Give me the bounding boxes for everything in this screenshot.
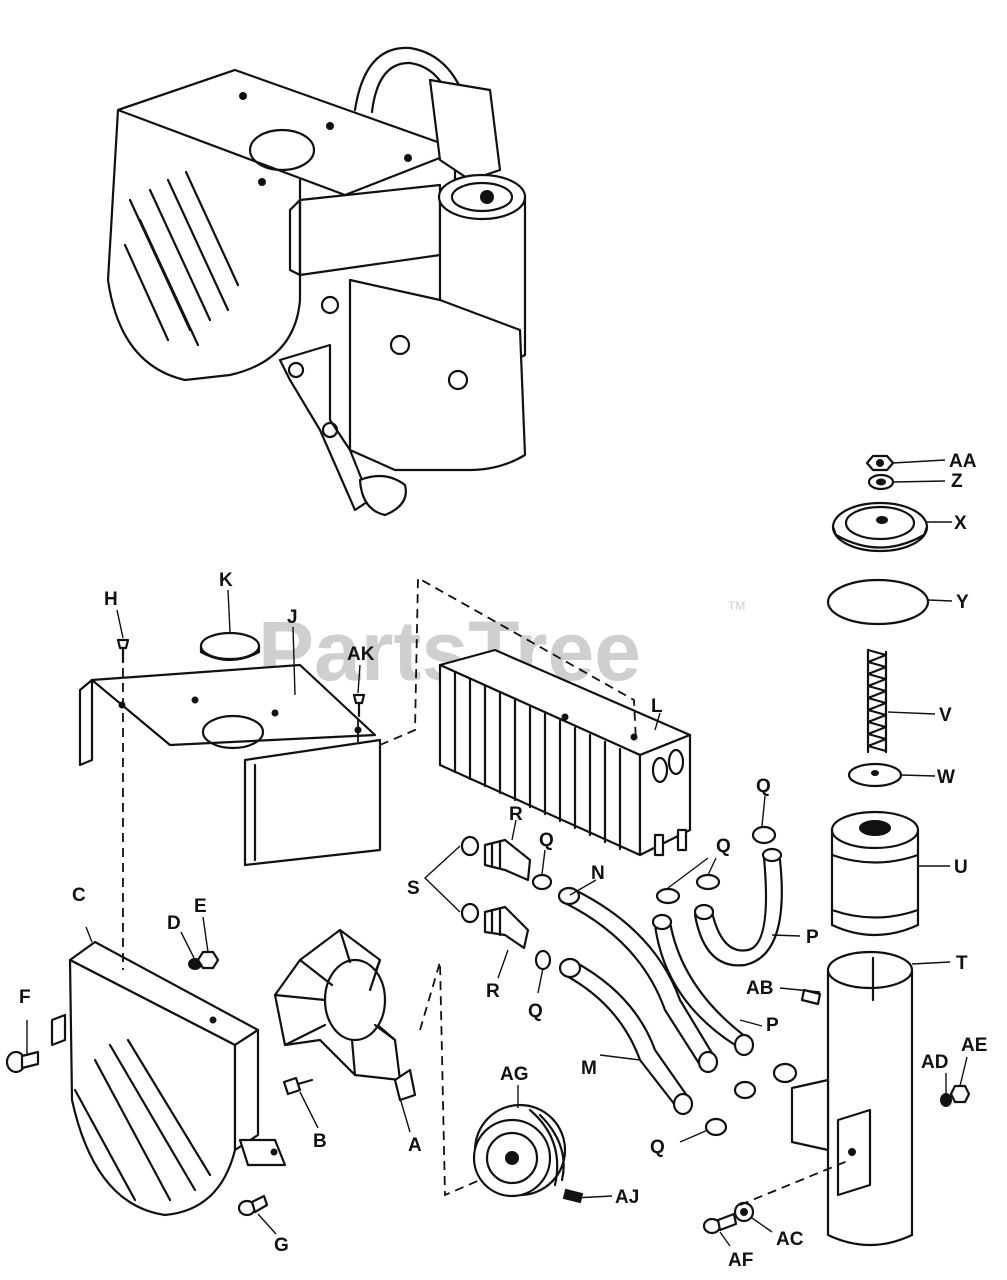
label-S: S	[407, 878, 420, 899]
part-B-bolt	[282, 1076, 314, 1096]
label-AK: AK	[347, 644, 375, 665]
part-Q-clamp-5	[695, 873, 721, 891]
label-T: T	[956, 953, 968, 974]
part-S-washer-lower	[460, 902, 480, 924]
label-Q-lower-left: Q	[528, 1001, 543, 1022]
part-G-bolt	[237, 1194, 269, 1217]
label-AF: AF	[728, 1250, 753, 1271]
part-AC-washer	[733, 1201, 755, 1223]
part-H-screw	[116, 638, 130, 664]
part-V-spring	[866, 648, 888, 754]
part-L-cooler	[438, 648, 692, 857]
label-Y: Y	[956, 592, 969, 613]
label-AB: AB	[746, 978, 773, 999]
label-F: F	[19, 987, 31, 1008]
label-Q-mid: Q	[716, 836, 731, 857]
part-Q-clamp-1	[531, 873, 553, 891]
part-Y-oring	[826, 578, 930, 626]
part-J-shroud	[78, 663, 382, 867]
part-AB-plug	[800, 988, 822, 1006]
label-G: G	[274, 1235, 289, 1256]
part-F-bolt	[5, 1050, 40, 1074]
part-AF-bolt	[702, 1212, 738, 1235]
label-AE: AE	[961, 1035, 987, 1056]
label-AD: AD	[921, 1052, 948, 1073]
label-X: X	[954, 513, 967, 534]
part-AD-washer	[940, 1093, 952, 1107]
label-H: H	[104, 589, 118, 610]
part-P-hose-upper	[693, 847, 783, 967]
label-P-upper: P	[806, 927, 819, 948]
label-C: C	[72, 885, 86, 906]
part-Q-clamp-7	[704, 1117, 728, 1137]
part-AE-nut	[949, 1084, 971, 1104]
label-B: B	[313, 1131, 327, 1152]
part-AG-pulley	[472, 1103, 567, 1198]
part-AK-screw	[352, 693, 366, 718]
part-Q-clamp-2	[534, 949, 552, 971]
part-N-hose	[557, 886, 719, 1074]
callout-labels: AA Z X Y V W U T AB AD AE AC AF AJ AG Q …	[19, 451, 987, 1271]
part-C-blower-housing	[50, 940, 287, 1217]
label-W: W	[937, 767, 955, 788]
part-E-nut	[196, 950, 220, 970]
label-K: K	[219, 570, 233, 591]
part-T-canister	[790, 950, 914, 1247]
label-AC: AC	[776, 1229, 804, 1250]
label-AJ: AJ	[615, 1187, 639, 1208]
part-Q-clamp-6	[733, 1080, 757, 1100]
part-Q-clamp-3	[751, 825, 777, 845]
label-U: U	[954, 857, 968, 878]
part-AJ-setscrew	[562, 1188, 584, 1204]
watermark-tm: TM	[728, 599, 745, 613]
label-L: L	[651, 696, 663, 717]
part-S-washer-upper	[460, 835, 480, 857]
label-R-upper: R	[509, 804, 523, 825]
part-K-plug	[199, 631, 261, 662]
leader-lines	[26, 459, 968, 1247]
label-D: D	[167, 913, 181, 934]
label-Q-top: Q	[756, 776, 771, 797]
part-W-plate	[847, 762, 903, 788]
label-P-lower: P	[766, 1015, 779, 1036]
label-Q-bottom: Q	[650, 1137, 665, 1158]
label-M: M	[581, 1058, 597, 1079]
part-U-filter	[830, 810, 920, 937]
label-A: A	[408, 1135, 422, 1156]
label-AG: AG	[500, 1064, 529, 1085]
label-R-lower: R	[486, 981, 500, 1002]
part-Z-washer	[867, 473, 895, 491]
part-P-hose-lower	[651, 913, 755, 1057]
part-X-cover	[831, 501, 929, 553]
dashed-alignment-lines	[122, 576, 851, 1206]
label-E: E	[194, 896, 207, 917]
part-M-hose	[558, 957, 694, 1116]
part-Q-clamp-4	[655, 887, 681, 905]
label-Q-upper-left: Q	[539, 830, 554, 851]
part-Q-clamp-8	[772, 1062, 798, 1084]
part-AA-nut	[865, 454, 895, 472]
label-AA: AA	[949, 451, 977, 472]
part-R-fitting-lower	[483, 905, 530, 950]
label-J: J	[287, 607, 298, 628]
label-Z: Z	[951, 471, 963, 492]
part-A-fan	[273, 928, 417, 1102]
part-R-fitting-upper	[483, 838, 532, 882]
label-N: N	[591, 863, 605, 884]
assembled-view	[106, 46, 527, 517]
label-V: V	[939, 705, 952, 726]
